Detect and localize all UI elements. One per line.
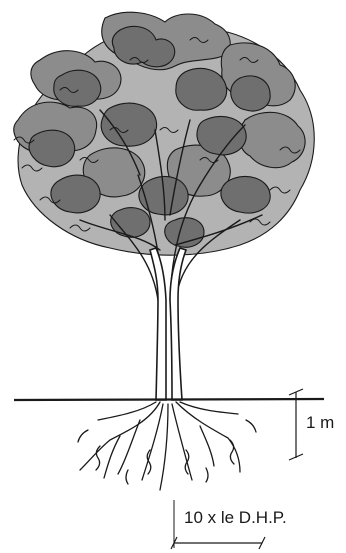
tree-roots [78, 402, 256, 490]
width-label: 10 x le D.H.P. [184, 508, 287, 528]
tree-canopy [14, 12, 314, 255]
ground-line [14, 399, 324, 400]
depth-label: 1 m [306, 413, 334, 433]
tree-trunk [150, 248, 186, 400]
